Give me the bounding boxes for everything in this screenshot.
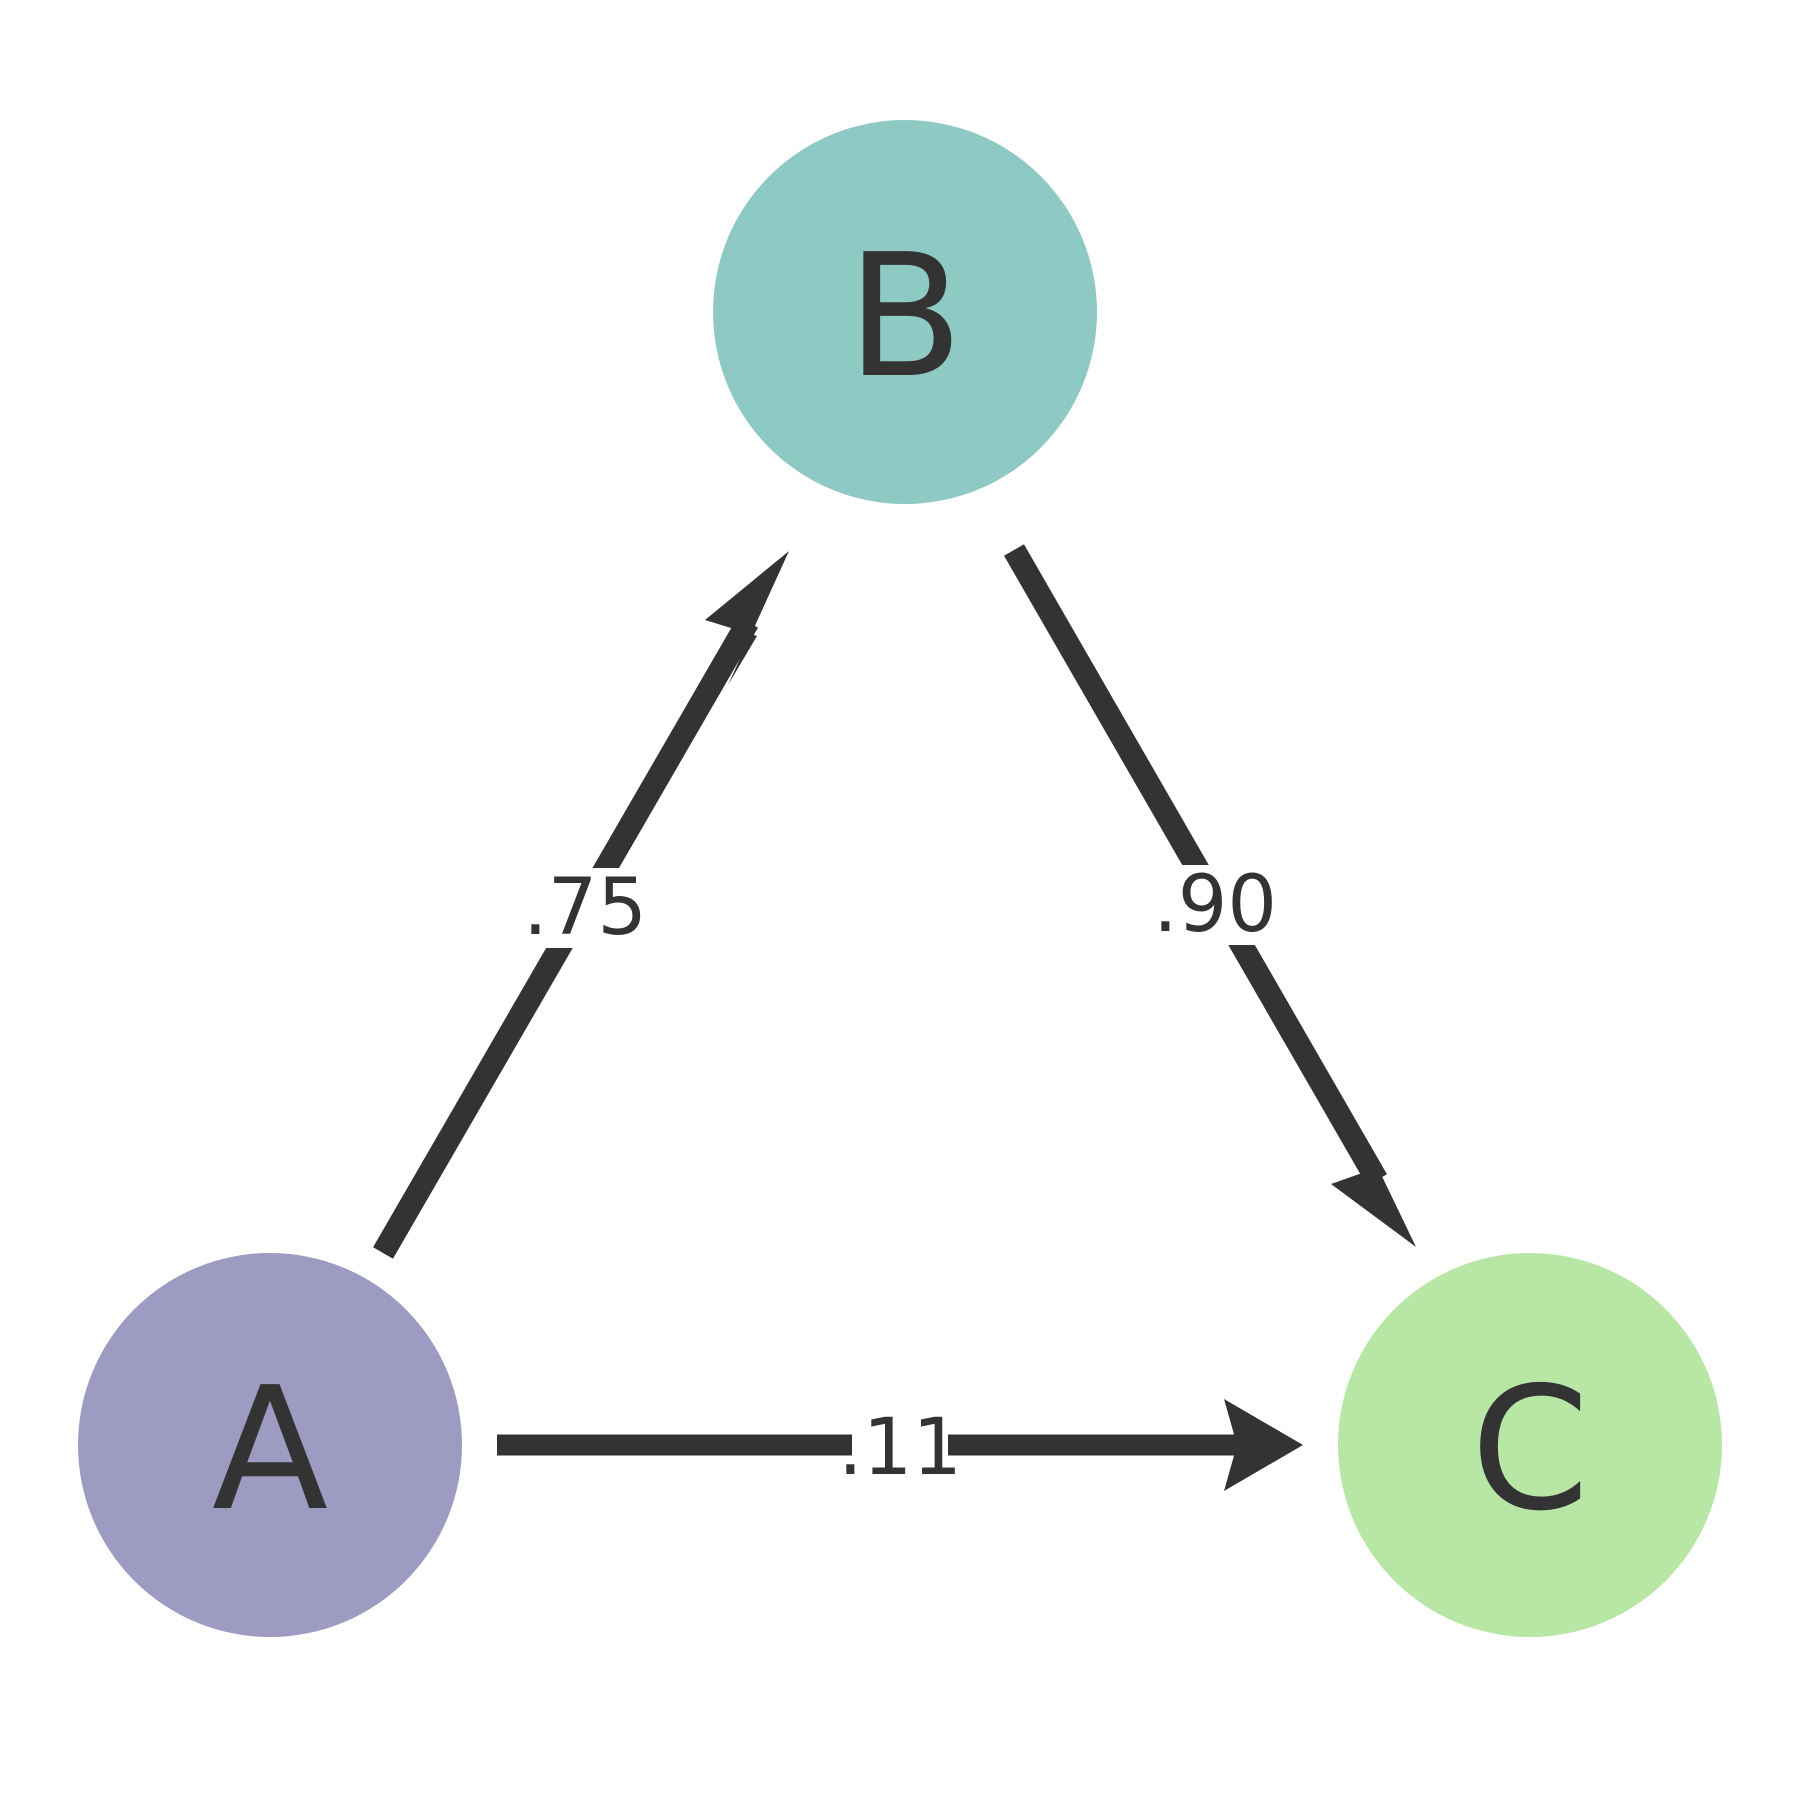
nodes-layer: A B C [78, 120, 1722, 1637]
node-b-circle [713, 120, 1097, 504]
node-a-circle [78, 1253, 462, 1637]
node-c-circle [1338, 1253, 1722, 1637]
edge-label-b-to-c-backdrop [1166, 865, 1264, 945]
edge-label-a-to-b: .75 [523, 863, 647, 953]
node-b-label: B [847, 218, 964, 416]
edge-label-a-to-c: .11 [838, 1403, 962, 1493]
node-c-label: C [1471, 1351, 1590, 1549]
edge-b-to-c-arrowhead [1331, 1116, 1416, 1247]
edge-labels-layer: .75 .90 .11 [523, 860, 1277, 1493]
edge-label-b-to-c: .90 [1153, 860, 1277, 950]
edge-label-a-to-b-group: .75 [523, 863, 647, 953]
edge-label-a-to-b-backdrop [537, 868, 633, 948]
node-a-label: A [212, 1351, 328, 1549]
edge-label-a-to-c-backdrop [852, 1408, 948, 1488]
edge-label-b-to-c-group: .90 [1153, 860, 1277, 950]
edge-label-a-to-c-group: .11 [838, 1403, 962, 1493]
edge-a-to-b-arrowhead [705, 551, 789, 685]
edge-a-to-c-arrowhead [1224, 1399, 1303, 1491]
node-c[interactable]: C [1338, 1253, 1722, 1637]
edges-layer [373, 544, 1416, 1491]
node-a[interactable]: A [78, 1253, 462, 1637]
node-b[interactable]: B [713, 120, 1097, 504]
